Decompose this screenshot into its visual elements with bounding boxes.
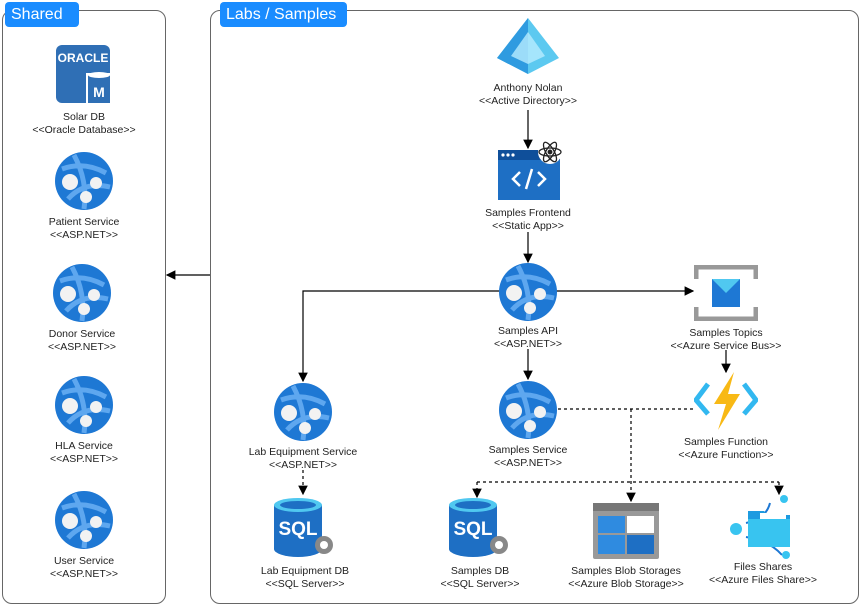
app-service-icon [54,490,114,550]
file-share-icon [730,495,790,559]
node-name: Samples Blob Storages [571,565,681,577]
sql-server-icon [445,497,515,559]
node-name: Patient Service [48,216,120,228]
azure-function-icon [694,372,758,430]
solar-db-node[interactable]: ORACLE M Solar DB <<Oracle Database>> [0,45,184,137]
svg-text:M: M [93,84,105,100]
donor-service-node[interactable]: Donor Service <<ASP.NET>> [0,263,182,354]
node-name: Samples DB [450,565,510,577]
app-service-icon [273,382,333,442]
samples-db-node[interactable]: Samples DB <<SQL Server>> [380,497,580,591]
node-type: <<Active Directory>> [478,95,578,107]
node-name: Samples Topics [689,327,763,339]
labs-group [210,10,859,604]
sql-server-icon [270,497,340,559]
static-web-app-icon [498,140,562,200]
samples-frontend-node[interactable]: Samples Frontend <<Static App>> [428,138,628,233]
user-service-node[interactable]: User Service <<ASP.NET>> [0,490,184,581]
shared-group [2,10,166,604]
node-type: <<Azure Function>> [678,449,774,461]
node-type: <<ASP.NET>> [49,453,119,465]
hla-service-node[interactable]: HLA Service <<ASP.NET>> [0,375,184,466]
api-to-lab-equipment-arrow [298,290,500,383]
service-bus-icon [694,265,758,321]
samples-blob-storage-node[interactable]: Samples Blob Storages <<Azure Blob Stora… [526,503,726,591]
node-type: <<ASP.NET>> [268,459,338,471]
samples-function-node[interactable]: Samples Function <<Azure Function>> [626,372,826,462]
lab-equipment-service-node[interactable]: Lab Equipment Service <<ASP.NET>> [203,382,403,472]
node-name: HLA Service [55,440,113,452]
node-type: <<Azure Blob Storage>> [568,578,684,590]
patient-service-node[interactable]: Patient Service <<ASP.NET>> [0,151,184,242]
node-name: Files Shares [733,561,793,573]
node-type: <<ASP.NET>> [49,568,119,580]
node-type: <<ASP.NET>> [493,338,563,350]
shared-group-title: Shared [5,2,79,27]
app-service-icon [54,375,114,435]
svg-text:ORACLE: ORACLE [58,51,109,65]
samples-topics-node[interactable]: Samples Topics <<Azure Service Bus>> [626,265,826,353]
samples-service-node[interactable]: Samples Service <<ASP.NET>> [428,380,628,470]
node-name: Donor Service [48,328,116,340]
node-name: Solar DB [62,111,105,123]
node-type: <<Azure Files Share>> [709,574,817,586]
node-name: Samples API [497,325,559,337]
lab-equipment-db-node[interactable]: Lab Equipment DB <<SQL Server>> [205,497,405,591]
node-name: Lab Equipment Service [248,446,358,458]
node-type: <<SQL Server>> [440,578,520,590]
node-type: <<ASP.NET>> [47,341,117,353]
node-type: <<ASP.NET>> [493,457,563,469]
app-service-icon [52,263,112,323]
app-service-icon [498,262,558,322]
node-type: <<SQL Server>> [265,578,345,590]
files-shares-node[interactable]: Files Shares <<Azure Files Share>> [663,495,860,587]
node-name: Samples Service [488,444,568,456]
oracle-database-icon: ORACLE M [56,45,112,103]
app-service-icon [498,380,558,440]
node-type: <<Azure Service Bus>> [670,340,782,352]
labs-group-title: Labs / Samples [220,2,347,27]
node-name: Lab Equipment DB [260,565,350,577]
node-type: <<Static App>> [492,220,564,232]
node-name: Samples Function [683,436,769,448]
node-type: <<Oracle Database>> [32,124,136,136]
app-service-icon [54,151,114,211]
node-name: Samples Frontend [485,207,571,219]
active-directory-icon [497,18,559,74]
samples-api-node[interactable]: Samples API <<ASP.NET>> [428,262,628,351]
node-type: <<ASP.NET>> [49,229,119,241]
active-directory-node[interactable]: Anthony Nolan <<Active Directory>> [428,18,628,108]
react-icon [538,140,562,164]
node-name: Anthony Nolan [493,82,563,94]
blob-storage-icon [593,503,659,559]
node-name: User Service [53,555,115,567]
